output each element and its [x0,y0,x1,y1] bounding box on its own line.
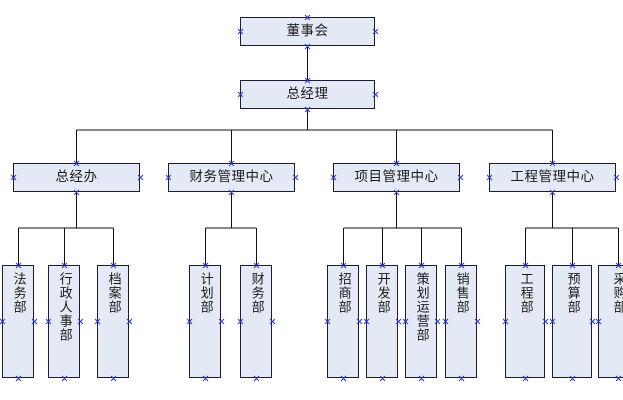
node-procurement-dept[interactable]: 采购部 [598,265,623,378]
node-finance-center[interactable]: 财务管理中心 [168,163,295,192]
node-board[interactable]: 董事会 [240,17,375,46]
node-legal-dept[interactable]: 法务部 [2,265,34,378]
node-label: 开发部 [374,272,390,314]
node-engineering-dept[interactable]: 工程部 [505,265,545,378]
node-budget-dept[interactable]: 预算部 [552,265,592,378]
node-hr-admin-dept[interactable]: 行政人事部 [48,265,80,378]
node-planning-dept[interactable]: 计划部 [189,265,221,378]
node-label: 销售部 [453,272,469,314]
node-label: 财务部 [248,272,264,314]
node-label: 法务部 [10,272,26,314]
node-label: 计划部 [197,272,213,314]
node-finance-dept[interactable]: 财务部 [240,265,272,378]
node-label: 招商部 [335,272,351,314]
node-label: 财务管理中心 [189,168,274,185]
node-planning-operations-dept[interactable]: 策划运营部 [405,265,437,378]
node-archives-dept[interactable]: 档案部 [97,265,129,378]
node-label: 董事会 [286,22,329,39]
node-label: 档案部 [105,272,121,314]
node-sales-dept[interactable]: 销售部 [445,265,477,378]
node-label: 预算部 [564,272,580,314]
node-label: 采购部 [610,272,623,314]
node-label: 项目管理中心 [354,168,439,185]
node-gm-office[interactable]: 总经办 [13,163,140,192]
node-investment-dept[interactable]: 招商部 [327,265,359,378]
node-project-center[interactable]: 项目管理中心 [333,163,460,192]
node-label: 工程管理中心 [510,168,595,185]
node-label: 总经理 [286,85,329,102]
node-label: 策划运营部 [413,272,429,342]
node-label: 总经办 [55,168,98,185]
node-engineering-center[interactable]: 工程管理中心 [489,163,616,192]
node-development-dept[interactable]: 开发部 [366,265,398,378]
node-label: 工程部 [517,272,533,314]
node-label: 行政人事部 [56,272,72,342]
node-general-manager[interactable]: 总经理 [240,80,375,109]
